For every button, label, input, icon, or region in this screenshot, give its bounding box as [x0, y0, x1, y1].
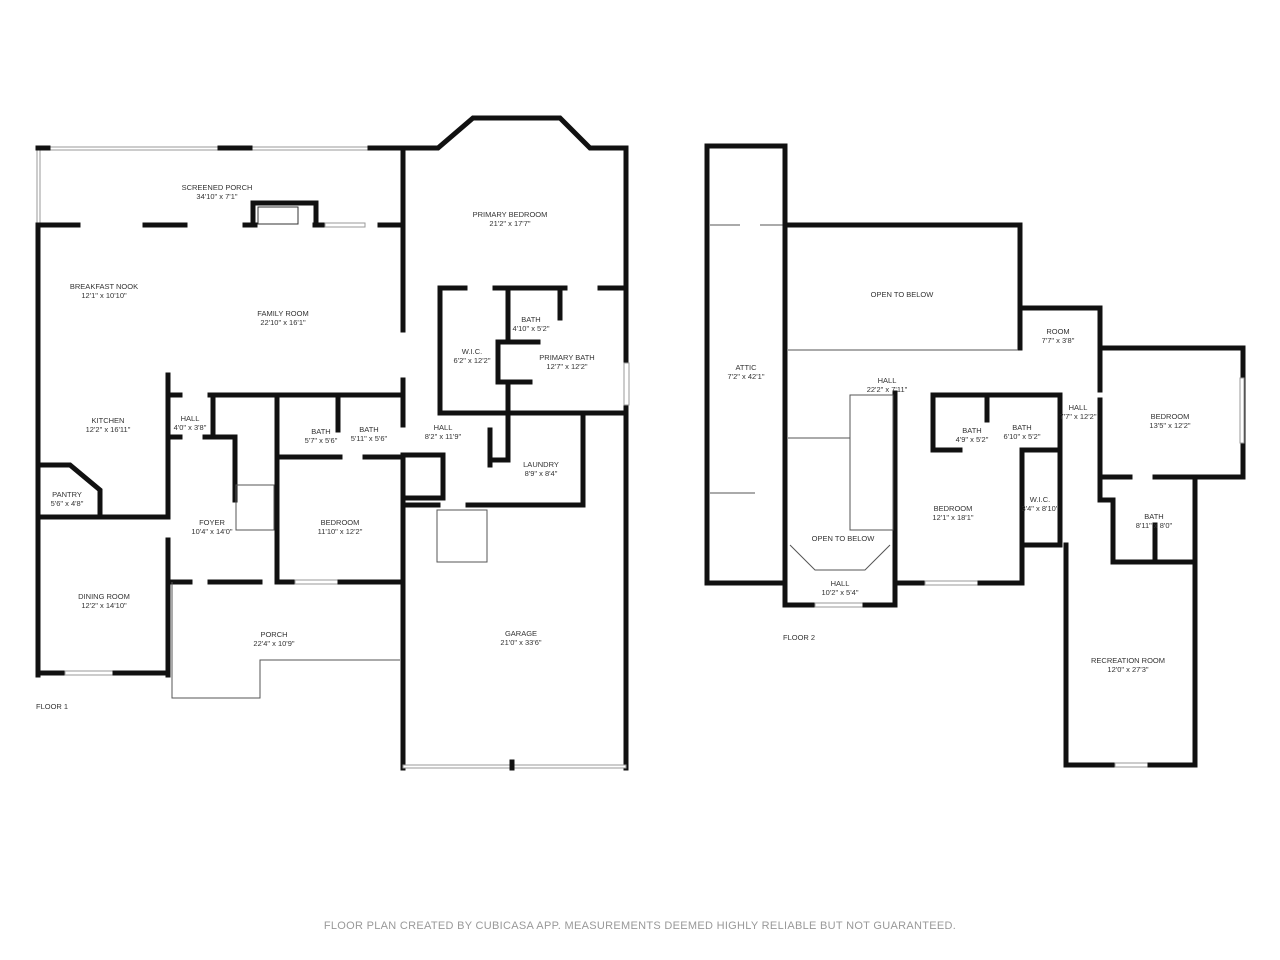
room-dims: 7'2" x 42'1": [728, 372, 765, 381]
room-name: BEDROOM: [321, 518, 360, 527]
stairs-icon: [235, 484, 275, 531]
room-dims: 22'4" x 10'9": [253, 639, 294, 648]
room-dims: 6'2" x 12'2": [454, 356, 491, 365]
room-name: HALL: [1069, 403, 1088, 412]
room-name: BEDROOM: [934, 504, 973, 513]
floor1-labels: FLOOR 1 SCREENED PORCH 34'10" x 7'1" PRI…: [36, 183, 595, 711]
room-name: BATH: [311, 427, 330, 436]
room-dims: 7'7" x 12'2": [1060, 412, 1097, 421]
stairs-icon: [849, 394, 894, 531]
room-dims: 8'11" x 8'0": [1136, 521, 1173, 530]
room-name: HALL: [831, 579, 850, 588]
room-dims: 22'10" x 16'1": [260, 318, 306, 327]
room-dims: 22'2" x 7'11": [867, 385, 908, 394]
room-name: HALL: [878, 376, 897, 385]
room-name: PRIMARY BATH: [539, 353, 594, 362]
room-name: ROOM: [1046, 327, 1069, 336]
room-name: GARAGE: [505, 629, 537, 638]
room-name: BREAKFAST NOOK: [70, 282, 138, 291]
room-name: SCREENED PORCH: [182, 183, 253, 192]
room-dims: 4'9" x 5'2": [956, 435, 989, 444]
room-dims: 10'4" x 14'0": [191, 527, 232, 536]
room-dims: 6'10" x 5'2": [1004, 432, 1041, 441]
room-dims: 21'2" x 17'7": [489, 219, 530, 228]
room-name: BATH: [962, 426, 981, 435]
room-dims: 12'7" x 12'2": [546, 362, 587, 371]
room-name: PORCH: [260, 630, 287, 639]
room-name: BEDROOM: [1151, 412, 1190, 421]
room-name: DINING ROOM: [78, 592, 130, 601]
room-dims: 7'7" x 3'8": [1042, 336, 1075, 345]
stairs-icon: [436, 509, 488, 563]
floor2-walls: [704, 143, 1246, 768]
floor1-walls: [35, 115, 630, 771]
room-name: OPEN TO BELOW: [871, 290, 935, 299]
room-name: FOYER: [199, 518, 225, 527]
room-name: ATTIC: [735, 363, 757, 372]
room-name: LAUNDRY: [523, 460, 559, 469]
room-name: FAMILY ROOM: [257, 309, 308, 318]
room-dims: 4'0" x 3'8": [174, 423, 207, 432]
floor-label: FLOOR 2: [783, 633, 815, 642]
floor2-labels: FLOOR 2 OPEN TO BELOW ROOM 7'7" x 3'8" A…: [728, 290, 1191, 674]
room-name: PRIMARY BEDROOM: [473, 210, 548, 219]
room-dims: 12'0" x 27'3": [1107, 665, 1148, 674]
room-dims: 5'6" x 4'8": [51, 499, 84, 508]
room-name: PANTRY: [52, 490, 82, 499]
room-name: W.I.C.: [462, 347, 482, 356]
room-name: HALL: [181, 414, 200, 423]
room-dims: 10'2" x 5'4": [822, 588, 859, 597]
room-dims: 12'2" x 14'10": [81, 601, 127, 610]
room-name: BATH: [1012, 423, 1031, 432]
room-name: BATH: [359, 425, 378, 434]
fireplace-icon: [257, 206, 299, 225]
room-name: RECREATION ROOM: [1091, 656, 1165, 665]
room-dims: 34'10" x 7'1": [196, 192, 237, 201]
room-dims: 21'0" x 33'6": [500, 638, 541, 647]
room-dims: 8'2" x 11'9": [425, 432, 462, 441]
room-dims: 5'7" x 5'6": [305, 436, 338, 445]
room-name: BATH: [521, 315, 540, 324]
room-name: HALL: [434, 423, 453, 432]
floor-label: FLOOR 1: [36, 702, 68, 711]
room-dims: 3'4" x 8'10": [1022, 504, 1059, 513]
room-name: W.I.C.: [1030, 495, 1050, 504]
room-name: BATH: [1144, 512, 1163, 521]
room-dims: 13'5" x 12'2": [1149, 421, 1190, 430]
room-dims: 12'1" x 10'10": [81, 291, 127, 300]
room-name: KITCHEN: [92, 416, 125, 425]
room-dims: 11'10" x 12'2": [318, 527, 363, 536]
room-dims: 5'11" x 5'6": [351, 434, 388, 443]
room-dims: 4'10" x 5'2": [513, 324, 550, 333]
room-dims: 12'1" x 18'1": [932, 513, 973, 522]
room-name: OPEN TO BELOW: [812, 534, 876, 543]
room-dims: 8'9" x 8'4": [525, 469, 558, 478]
disclaimer-footer: FLOOR PLAN CREATED BY CUBICASA APP. MEAS…: [323, 920, 957, 932]
room-dims: 12'2" x 16'11": [86, 425, 131, 434]
